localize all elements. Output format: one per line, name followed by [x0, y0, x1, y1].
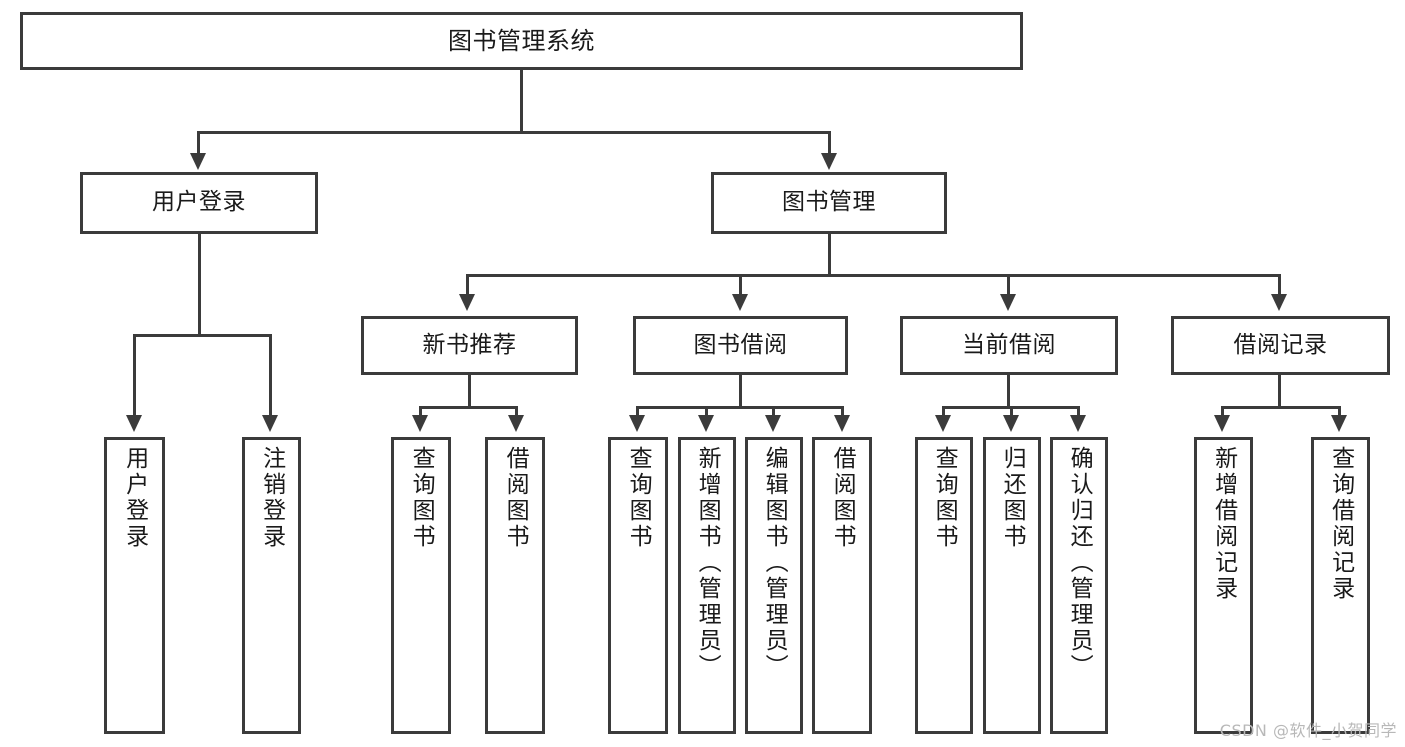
edge-br-to-query	[1338, 406, 1341, 418]
arrow-cb-to-query	[935, 415, 951, 432]
node-new-book-recommend[interactable]: 新书推荐	[361, 316, 578, 375]
node-label: 图书管理系统	[448, 26, 595, 55]
node-label: 图书管理	[782, 189, 876, 216]
node-label: 注销登录	[258, 446, 285, 550]
node-label: 编辑图书（管理员）	[761, 446, 788, 680]
edge-user-login-to-login	[133, 334, 136, 418]
edge-bb-to-edit	[772, 406, 775, 418]
node-root-system[interactable]: 图书管理系统	[20, 12, 1023, 70]
edge-bb-to-borrow	[841, 406, 844, 418]
edge-book-borrow-stem	[739, 375, 742, 408]
node-label: 新书推荐	[422, 331, 517, 358]
edge-book-management-stem	[828, 234, 831, 276]
leaf-user-login-logout[interactable]: 注销登录	[242, 437, 301, 734]
edge-bm-to-new-book	[466, 274, 469, 297]
arrow-bb-to-borrow	[834, 415, 850, 432]
arrow-nb-to-borrow	[508, 415, 524, 432]
node-label: 当前借阅	[962, 331, 1056, 358]
leaf-borrow-add-book[interactable]: 新增图书（管理员）	[678, 437, 736, 734]
node-user-login[interactable]: 用户登录	[80, 172, 318, 234]
leaf-record-add[interactable]: 新增借阅记录	[1194, 437, 1253, 734]
edge-cb-to-return	[1010, 406, 1013, 418]
edge-cb-to-query	[942, 406, 945, 418]
edge-root-to-user-login	[197, 131, 200, 156]
arrow-bb-to-add	[698, 415, 714, 432]
edge-root-stem	[520, 70, 523, 132]
edge-bm-to-book-borrow	[739, 274, 742, 297]
edge-user-login-to-logout	[269, 334, 272, 418]
node-book-management[interactable]: 图书管理	[711, 172, 947, 234]
edge-root-bus	[197, 131, 831, 134]
node-label: 借阅记录	[1233, 331, 1328, 358]
arrow-user-login-to-login	[126, 415, 142, 432]
arrow-root-to-user-login	[190, 153, 206, 170]
node-label: 用户登录	[152, 189, 246, 216]
node-label: 查询图书	[625, 446, 652, 550]
arrow-br-to-query	[1331, 415, 1347, 432]
arrow-br-to-add	[1214, 415, 1230, 432]
edge-book-management-bus	[466, 274, 1280, 277]
edge-nb-to-borrow	[515, 406, 518, 418]
node-label: 新增图书（管理员）	[694, 446, 721, 680]
leaf-new-book-query[interactable]: 查询图书	[391, 437, 451, 734]
node-label: 归还图书	[999, 446, 1026, 550]
node-label: 用户登录	[121, 446, 148, 550]
leaf-current-query-book[interactable]: 查询图书	[915, 437, 973, 734]
node-label: 查询借阅记录	[1327, 446, 1354, 602]
leaf-record-query[interactable]: 查询借阅记录	[1311, 437, 1370, 734]
node-label: 借阅图书	[829, 446, 856, 550]
node-label: 确认归还（管理员）	[1066, 446, 1093, 680]
arrow-root-to-book-management	[821, 153, 837, 170]
node-label: 图书借阅	[693, 331, 788, 358]
leaf-borrow-edit-book[interactable]: 编辑图书（管理员）	[745, 437, 803, 734]
edge-bm-to-current-borrow	[1007, 274, 1010, 297]
node-current-borrow[interactable]: 当前借阅	[900, 316, 1118, 375]
leaf-new-book-borrow[interactable]: 借阅图书	[485, 437, 545, 734]
leaf-borrow-borrow-book[interactable]: 借阅图书	[812, 437, 872, 734]
node-label: 查询图书	[408, 446, 435, 550]
leaf-current-return-book[interactable]: 归还图书	[983, 437, 1041, 734]
edge-br-to-add	[1221, 406, 1224, 418]
node-book-borrow[interactable]: 图书借阅	[633, 316, 848, 375]
edge-new-book-bus	[419, 406, 518, 409]
edge-root-to-book-management	[828, 131, 831, 156]
edge-book-borrow-bus	[636, 406, 844, 409]
edge-user-login-stem	[198, 234, 201, 335]
node-label: 新增借阅记录	[1210, 446, 1237, 602]
arrow-bb-to-edit	[765, 415, 781, 432]
edge-bb-to-add	[705, 406, 708, 418]
edge-new-book-stem	[468, 375, 471, 408]
leaf-user-login-login[interactable]: 用户登录	[104, 437, 165, 734]
edge-borrow-record-bus	[1221, 406, 1341, 409]
edge-bb-to-query	[636, 406, 639, 418]
edge-cb-to-confirm	[1077, 406, 1080, 418]
arrow-cb-to-return	[1003, 415, 1019, 432]
leaf-current-confirm-return[interactable]: 确认归还（管理员）	[1050, 437, 1108, 734]
edge-borrow-record-stem	[1278, 375, 1281, 408]
arrow-bm-to-current-borrow	[1000, 294, 1016, 311]
arrow-bm-to-book-borrow	[732, 294, 748, 311]
edge-bm-to-borrow-record	[1278, 274, 1281, 297]
arrow-cb-to-confirm	[1070, 415, 1086, 432]
arrow-bm-to-new-book	[459, 294, 475, 311]
leaf-borrow-query-book[interactable]: 查询图书	[608, 437, 668, 734]
arrow-nb-to-query	[412, 415, 428, 432]
node-borrow-record[interactable]: 借阅记录	[1171, 316, 1390, 375]
csdn-watermark: CSDN @软件_小贺同学	[1219, 721, 1397, 740]
node-label: 查询图书	[931, 446, 958, 550]
node-label: 借阅图书	[502, 446, 529, 550]
edge-nb-to-query	[419, 406, 422, 418]
edge-user-login-bus	[133, 334, 272, 337]
arrow-bm-to-borrow-record	[1271, 294, 1287, 311]
edge-current-borrow-stem	[1007, 375, 1010, 408]
arrow-user-login-to-logout	[262, 415, 278, 432]
arrow-bb-to-query	[629, 415, 645, 432]
